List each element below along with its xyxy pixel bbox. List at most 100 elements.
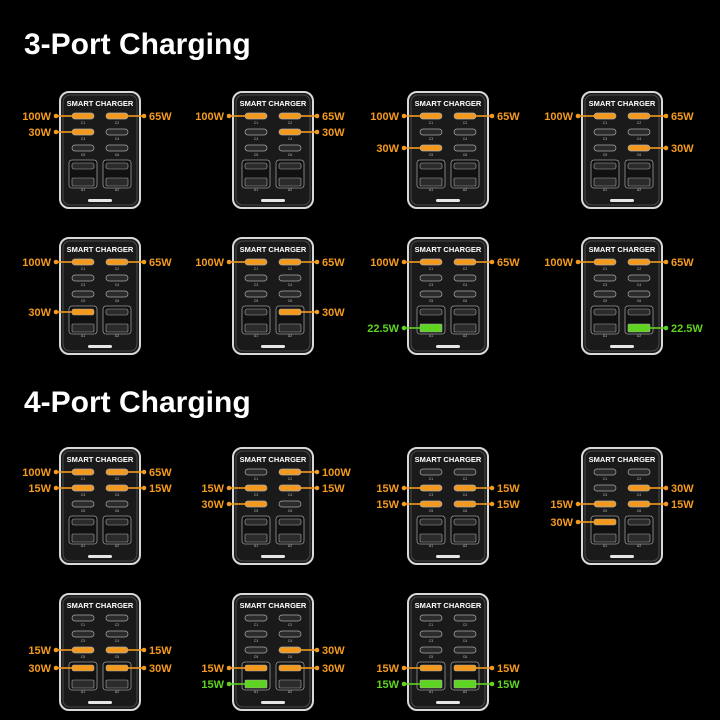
port-a1 bbox=[593, 533, 617, 543]
watt-label: 15W bbox=[550, 499, 573, 511]
port-c1 bbox=[71, 112, 95, 120]
watt-label: 100W bbox=[322, 467, 351, 479]
port-a1 bbox=[244, 533, 268, 543]
port-a2u bbox=[105, 518, 129, 526]
callout-dot bbox=[663, 259, 669, 265]
callout-dot bbox=[489, 681, 495, 687]
port-c3 bbox=[419, 274, 443, 282]
callout-dot bbox=[401, 665, 407, 671]
port-c6 bbox=[105, 500, 129, 508]
device-slot bbox=[261, 345, 285, 348]
port-a1u bbox=[244, 518, 268, 526]
callout-dot bbox=[314, 309, 320, 315]
port-c5 bbox=[593, 290, 617, 298]
watt-callout: 30W bbox=[28, 127, 72, 139]
port-c2 bbox=[453, 112, 477, 120]
callout-dot bbox=[314, 665, 320, 671]
port-label: C6 bbox=[115, 655, 120, 659]
port-label: A1 bbox=[254, 544, 258, 548]
callout-dot bbox=[53, 113, 59, 119]
port-label: C5 bbox=[81, 153, 86, 157]
callout-dot bbox=[314, 647, 320, 653]
port-a2 bbox=[105, 679, 129, 689]
watt-label: 100W bbox=[22, 467, 51, 479]
callout-dot bbox=[53, 259, 59, 265]
callout-dot bbox=[401, 485, 407, 491]
watt-callout: 100W bbox=[195, 257, 245, 269]
port-c5 bbox=[593, 144, 617, 152]
watt-label: 30W bbox=[671, 143, 694, 155]
port-label: C4 bbox=[288, 493, 293, 497]
watt-label: 65W bbox=[149, 111, 172, 123]
device-inner-outline bbox=[410, 240, 486, 352]
port-c5 bbox=[71, 290, 95, 298]
device-body bbox=[59, 593, 141, 711]
port-c6 bbox=[278, 290, 302, 298]
port-label: C4 bbox=[115, 639, 120, 643]
port-c6 bbox=[278, 500, 302, 508]
watt-callout: 15W bbox=[376, 679, 420, 691]
port-a1 bbox=[419, 177, 443, 187]
port-c5 bbox=[419, 500, 443, 508]
port-a2 bbox=[105, 533, 129, 543]
port-label: C3 bbox=[603, 493, 608, 497]
device-slot bbox=[436, 701, 460, 704]
port-a2u bbox=[627, 518, 651, 526]
watt-callout: 15W bbox=[376, 663, 420, 675]
port-c4 bbox=[453, 630, 477, 638]
watt-callout: 30W bbox=[28, 663, 72, 675]
port-label: A2 bbox=[288, 334, 292, 338]
port-label: A1 bbox=[254, 188, 258, 192]
port-a2u bbox=[453, 518, 477, 526]
callout-dot bbox=[141, 485, 147, 491]
callout-dot bbox=[401, 501, 407, 507]
device-inner-outline bbox=[410, 450, 486, 562]
port-a1 bbox=[419, 323, 443, 333]
device-inner-outline bbox=[410, 596, 486, 708]
callout-dot bbox=[53, 485, 59, 491]
port-a1u bbox=[244, 162, 268, 170]
watt-callout: 15W bbox=[376, 483, 420, 495]
watt-callout: 30W bbox=[650, 143, 694, 155]
port-c4 bbox=[453, 274, 477, 282]
watt-label: 100W bbox=[370, 257, 399, 269]
callout-dot bbox=[141, 259, 147, 265]
device-slot bbox=[88, 555, 112, 558]
port-a2 bbox=[105, 177, 129, 187]
device-inner-outline bbox=[235, 94, 311, 206]
device-label: SMART CHARGER bbox=[589, 99, 656, 108]
port-label: C3 bbox=[81, 283, 86, 287]
watt-callout: 65W bbox=[650, 111, 694, 123]
port-label: C4 bbox=[463, 283, 468, 287]
port-a2 bbox=[627, 533, 651, 543]
device-body bbox=[407, 447, 489, 565]
callout-dot bbox=[663, 485, 669, 491]
port-label: C2 bbox=[115, 623, 120, 627]
port-c5 bbox=[244, 500, 268, 508]
watt-callout: 15W bbox=[201, 483, 245, 495]
port-label: C5 bbox=[429, 655, 434, 659]
callout-dot bbox=[489, 665, 495, 671]
port-label: A2 bbox=[637, 544, 641, 548]
port-label: A1 bbox=[254, 334, 258, 338]
callout-dot bbox=[53, 309, 59, 315]
port-a2u bbox=[105, 162, 129, 170]
port-label: A1 bbox=[603, 334, 607, 338]
port-a1 bbox=[244, 323, 268, 333]
watt-label: 15W bbox=[149, 645, 172, 657]
port-label: A1 bbox=[429, 188, 433, 192]
port-label: A2 bbox=[463, 690, 467, 694]
port-a1 bbox=[71, 679, 95, 689]
watt-label: 65W bbox=[497, 257, 520, 269]
device-inner-outline bbox=[235, 450, 311, 562]
watt-label: 100W bbox=[22, 257, 51, 269]
device-label: SMART CHARGER bbox=[589, 455, 656, 464]
port-c1 bbox=[419, 258, 443, 266]
port-c5 bbox=[419, 646, 443, 654]
port-a2 bbox=[278, 533, 302, 543]
callout-dot bbox=[141, 469, 147, 475]
watt-label: 15W bbox=[497, 483, 520, 495]
